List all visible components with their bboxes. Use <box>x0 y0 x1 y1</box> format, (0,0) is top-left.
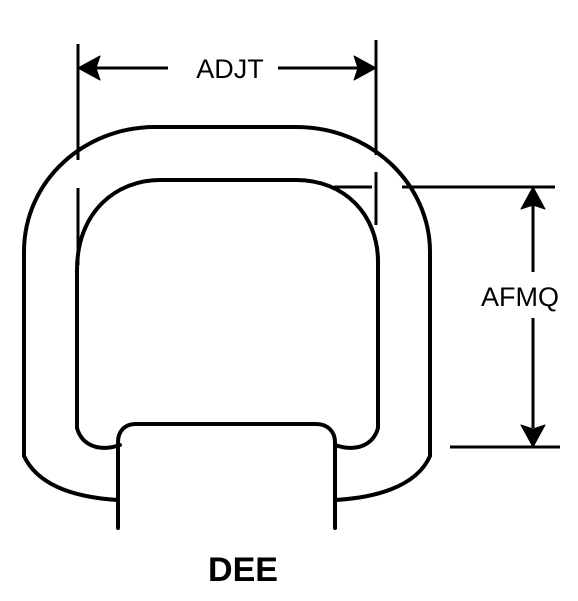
height-dimension: AFMQ <box>334 185 560 449</box>
height-dimension-label: AFMQ <box>481 282 559 312</box>
width-arrowhead-left <box>77 55 101 81</box>
width-dimension-label: ADJT <box>196 54 264 84</box>
part-name-caption: DEE <box>208 551 278 589</box>
height-arrowhead-top <box>520 186 546 210</box>
width-dimension: ADJT <box>76 40 378 265</box>
width-arrowhead-right <box>353 55 377 81</box>
mounting-strap <box>116 422 337 530</box>
dee-ring <box>22 125 432 530</box>
ring-inner-outline <box>75 178 380 450</box>
ring-outer-outline <box>22 125 432 502</box>
height-arrowhead-bottom <box>520 424 546 448</box>
